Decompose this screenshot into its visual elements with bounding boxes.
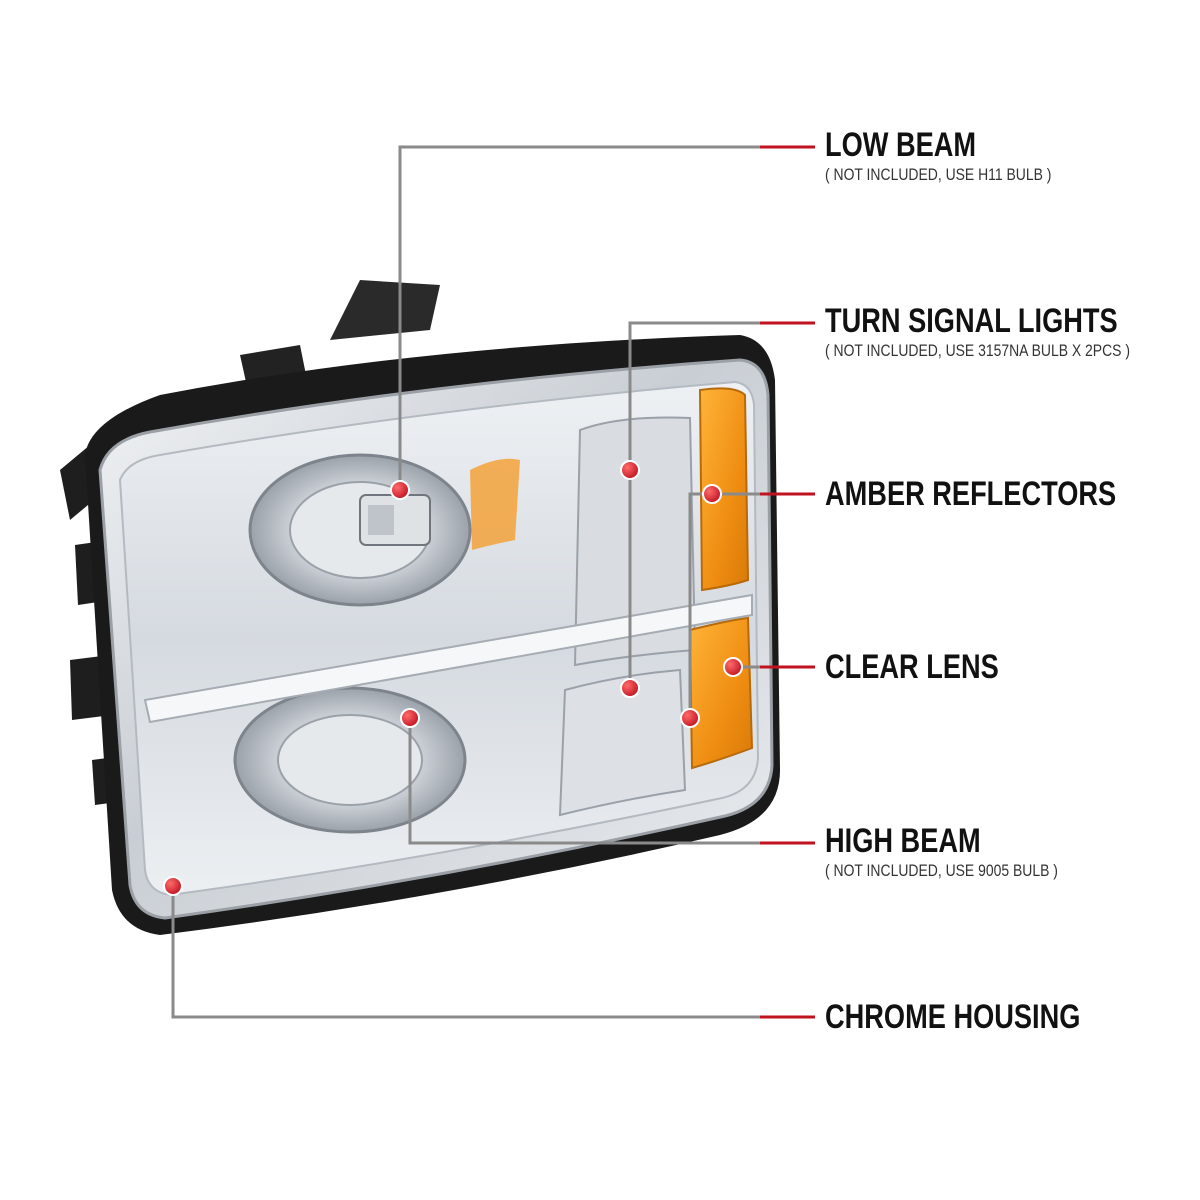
callout-title: TURN SIGNAL LIGHTS: [825, 302, 1118, 340]
leader-lines: [171, 145, 815, 1019]
callout-title: LOW BEAM: [825, 126, 977, 164]
callout-title: AMBER REFLECTORS: [825, 475, 1117, 513]
leader-high-beam: [408, 718, 815, 845]
marker-chrome-housing: [163, 876, 183, 896]
callout-turn-signal-lights: TURN SIGNAL LIGHTS ( NOT INCLUDED, USE 3…: [825, 304, 1197, 359]
amber-reflector-lower: [688, 616, 754, 770]
low-beam-reflector: [248, 453, 472, 607]
callout-amber-reflectors: AMBER REFLECTORS: [825, 477, 1189, 511]
marker-amber-reflector-lower: [680, 708, 700, 728]
callout-note: ( NOT INCLUDED, USE H11 BULB ): [825, 165, 1052, 184]
leader-chrome-housing: [171, 886, 815, 1019]
marker-turn-signal-lower: [620, 678, 640, 698]
callout-title: CLEAR LENS: [825, 648, 999, 686]
callout-title: HIGH BEAM: [825, 822, 981, 860]
turn-signal-chamber-lower: [558, 668, 687, 817]
callout-markers: [163, 460, 743, 896]
marker-low-beam: [390, 480, 410, 500]
callout-clear-lens: CLEAR LENS: [825, 650, 1042, 684]
amber-reflector-upper: [698, 387, 750, 592]
callout-note: ( NOT INCLUDED, USE 3157NA BULB X 2PCS ): [825, 341, 1130, 360]
callout-low-beam: LOW BEAM ( NOT INCLUDED, USE H11 BULB ): [825, 128, 1101, 183]
marker-clear-lens: [723, 657, 743, 677]
callout-title: CHROME HOUSING: [825, 998, 1081, 1036]
callout-high-beam: HIGH BEAM ( NOT INCLUDED, USE 9005 BULB …: [825, 824, 1109, 879]
marker-turn-signal-upper: [620, 460, 640, 480]
chrome-light-bar: [143, 593, 753, 724]
leader-turn-signal: [628, 321, 815, 470]
high-beam-reflector: [233, 686, 467, 834]
callout-note: ( NOT INCLUDED, USE 9005 BULB ): [825, 861, 1058, 880]
marker-high-beam: [400, 708, 420, 728]
leader-low-beam: [398, 145, 810, 490]
marker-amber-reflector-upper: [702, 484, 722, 504]
callout-chrome-housing: CHROME HOUSING: [825, 1000, 1144, 1034]
amber-accent-left: [470, 458, 520, 550]
